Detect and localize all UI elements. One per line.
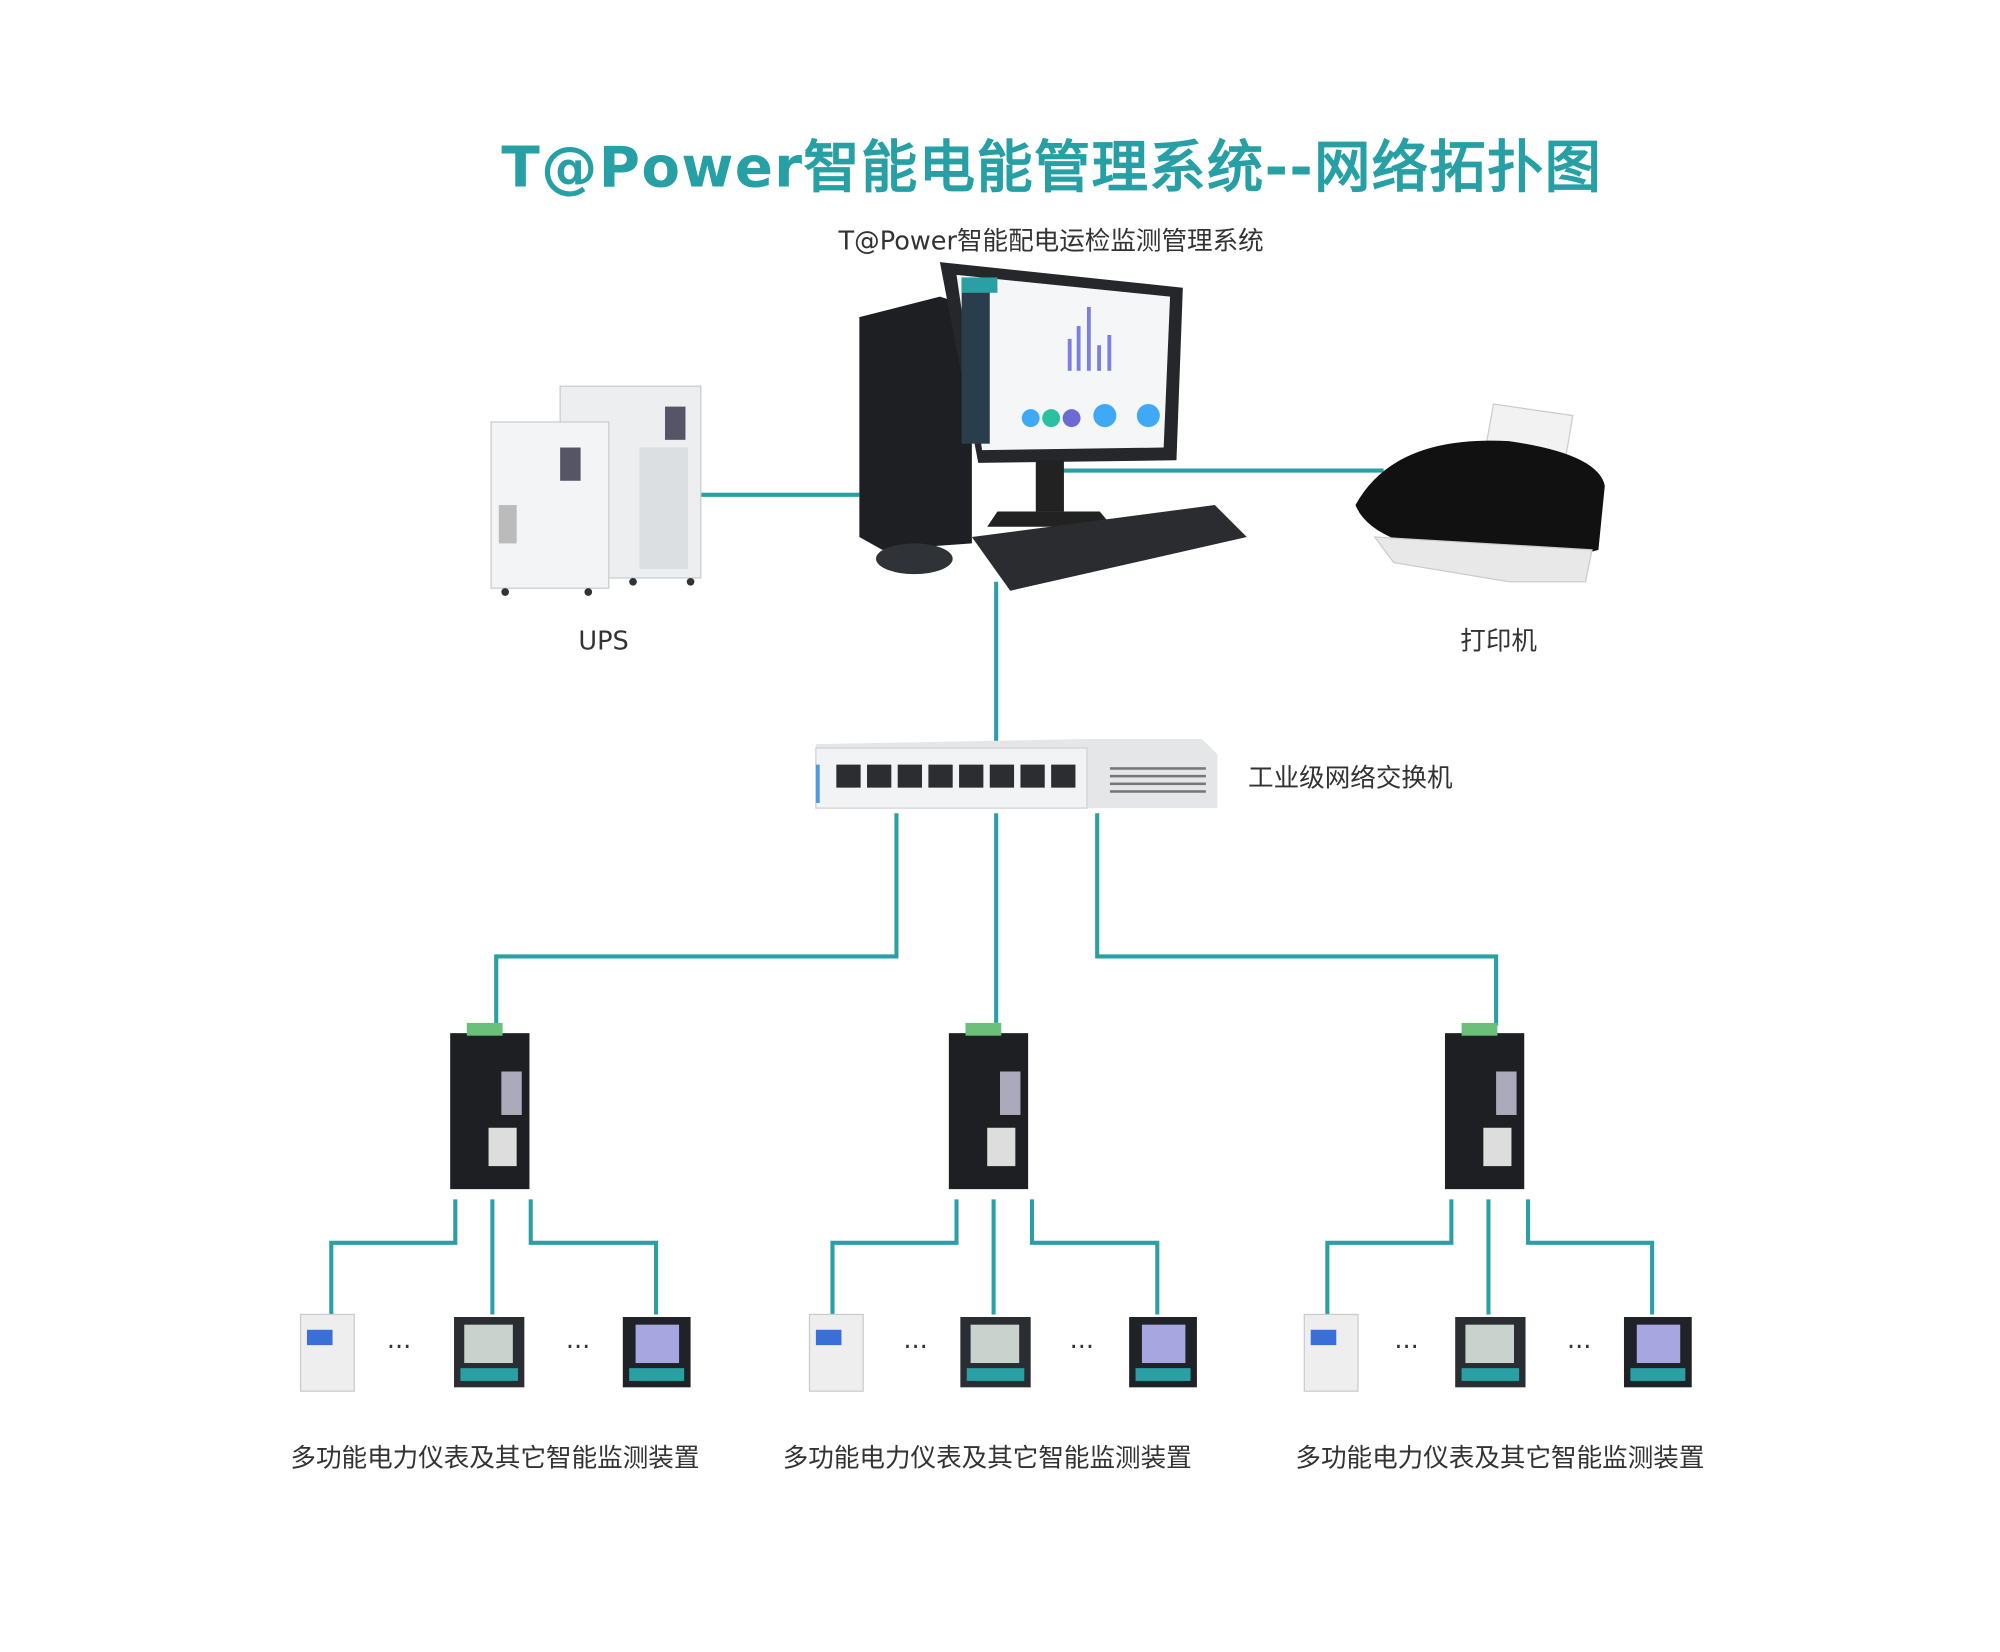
server-label: T@Power智能配电运检监测管理系统 xyxy=(838,226,1264,256)
ellipsis: ··· xyxy=(903,1332,927,1362)
computer-icon xyxy=(859,262,1247,591)
device-group-label: 多功能电力仪表及其它智能监测装置 xyxy=(290,1444,699,1474)
link-gw1-device xyxy=(329,1199,458,1315)
ellipsis: ··· xyxy=(1070,1332,1094,1362)
protection-device-icon xyxy=(808,1313,864,1392)
protection-device-icon xyxy=(1303,1313,1359,1392)
power-meter-icon xyxy=(454,1316,525,1388)
power-meter-icon xyxy=(1623,1316,1692,1388)
protection-device-icon xyxy=(299,1313,355,1392)
device-group-label: 多功能电力仪表及其它智能监测装置 xyxy=(1295,1444,1704,1474)
gateway-icon xyxy=(450,1022,530,1190)
switch-label: 工业级网络交换机 xyxy=(1248,763,1453,793)
power-meter-icon xyxy=(622,1316,691,1388)
gateway-icon xyxy=(1444,1022,1525,1190)
link-gw2-device xyxy=(830,1199,959,1315)
meter-group-1: ··· ··· xyxy=(299,1313,691,1392)
device-group-label: 多功能电力仪表及其它智能监测装置 xyxy=(783,1444,1192,1474)
network-switch-icon xyxy=(815,739,1218,809)
ellipsis: ··· xyxy=(1567,1332,1591,1362)
ellipsis: ··· xyxy=(1394,1332,1418,1362)
link-gw3-device xyxy=(1325,1199,1454,1315)
link-switch-gw1 xyxy=(494,813,899,1026)
power-meter-icon xyxy=(960,1316,1031,1388)
diagram-title: T@Power智能电能管理系统--网络拓扑图 xyxy=(501,136,1601,201)
meter-group-2: ··· ··· xyxy=(808,1313,1197,1392)
link-gw3-device xyxy=(1526,1199,1655,1315)
printer-label: 打印机 xyxy=(1460,627,1537,657)
gateway-icon xyxy=(948,1022,1029,1190)
network-links xyxy=(329,468,1655,1315)
meter-group-3: ··· ··· xyxy=(1303,1313,1692,1392)
printer-icon xyxy=(1355,403,1605,583)
ups-icon xyxy=(490,385,702,596)
power-meter-icon xyxy=(1129,1316,1197,1388)
link-gw2-device xyxy=(1029,1199,1160,1315)
link-switch-gw3 xyxy=(1095,813,1499,1026)
ups-label: UPS xyxy=(578,627,628,657)
link-gw1-device xyxy=(528,1199,659,1315)
power-meter-icon xyxy=(1455,1316,1526,1388)
ellipsis: ··· xyxy=(566,1332,590,1362)
ellipsis: ··· xyxy=(387,1332,411,1362)
